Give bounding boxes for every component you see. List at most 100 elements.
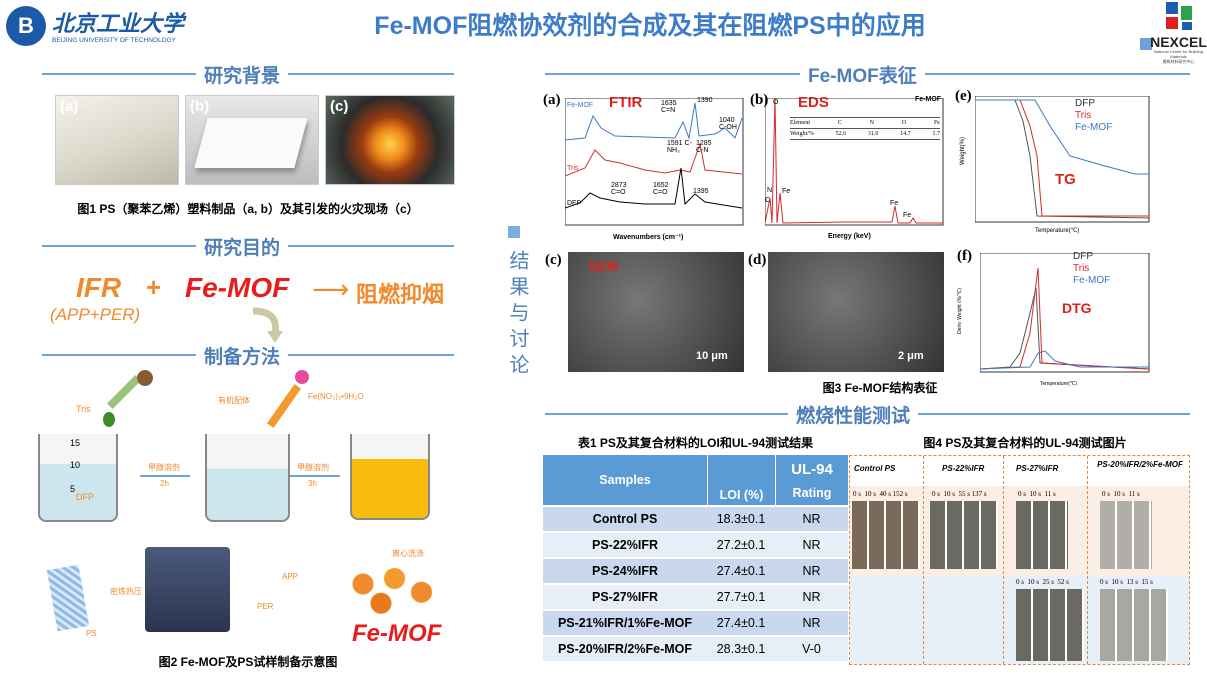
peak-label: 1285 C-N xyxy=(696,140,712,154)
ps-sample-bars xyxy=(46,564,90,632)
time-labels: 0 s 10 s 11 s xyxy=(1102,490,1140,498)
peak-label: 1390 xyxy=(697,97,713,104)
solvent-label-2: 甲醇溶剂 xyxy=(297,463,329,472)
tick-10: 10 xyxy=(70,460,81,470)
time-label-1: 2h xyxy=(160,479,169,488)
sem-title: SEM xyxy=(588,258,619,274)
cell-loi: 18.3±0.1 xyxy=(716,512,766,526)
eds-cell: 52.6 xyxy=(835,131,847,137)
tg-title: TG xyxy=(1055,171,1076,188)
peak-label: 2873 C=O xyxy=(611,182,627,196)
header-samples: Samples xyxy=(543,455,707,505)
burn-photos-27ifr xyxy=(1016,501,1068,569)
cell-loi: 27.4±0.1 xyxy=(716,564,766,578)
scale-bar-label: 10 μm xyxy=(696,350,728,362)
burn-photos-control xyxy=(852,501,920,569)
legend-tris: Tris xyxy=(1075,110,1092,121)
ifr-subtitle: (APP+PER) xyxy=(50,305,141,324)
cell-sample: Control PS xyxy=(592,512,658,526)
panel-label: (e) xyxy=(955,88,972,104)
university-logo: B 北京工业大学 BEIJING UNIVERSITY OF TECHNOLOG… xyxy=(6,6,191,48)
x-axis-label: Temperature(℃) xyxy=(1040,381,1078,387)
mixer-machine xyxy=(145,547,230,632)
beaker-3 xyxy=(350,434,430,520)
eds-cell: O xyxy=(901,120,907,126)
photo-ps-pellets: (a) xyxy=(55,95,179,185)
per-label: PER xyxy=(257,602,274,611)
tris-label: Tris xyxy=(76,404,91,414)
time-labels: 0 s 10 s 40 s 152 s xyxy=(853,490,908,498)
dropper-orange xyxy=(266,384,302,428)
column-control-ps: Control PS xyxy=(854,464,896,473)
burn-photos-femof xyxy=(1100,501,1152,569)
ftir-figure: (a) FTIR Fe-MOF Tris DFP 1635 C=N 1390 1… xyxy=(543,90,748,245)
peak-label: N xyxy=(767,187,773,194)
cell-sample: PS-27%IFR xyxy=(592,590,658,604)
burn-photos-femof-2 xyxy=(1100,589,1168,661)
nexcel-name: NEXCEL xyxy=(1150,34,1207,50)
peak-label: Fe xyxy=(903,212,912,219)
fe-mof-crystals xyxy=(345,562,435,617)
panel-label: (b) xyxy=(750,92,769,108)
cell-rating: NR xyxy=(802,512,821,526)
tg-figure: (e) DFP Tris Fe-MOF TG Weight(%) Tempera… xyxy=(955,88,1153,238)
column-ps-20-ifr-2-femof: PS-20%IFR/2%Fe-MOF xyxy=(1097,460,1183,469)
dropper-bulb xyxy=(137,370,153,386)
arrow-2 xyxy=(290,475,340,477)
scale-bar-label: 2 μm xyxy=(898,350,924,362)
nexcel-emblem-icon xyxy=(1165,2,1192,30)
header-rating-label: Rating xyxy=(792,485,832,500)
eds-cell: 31.0 xyxy=(867,131,879,137)
tick-5: 5 xyxy=(70,484,76,494)
ligand-label: 有机配体 xyxy=(218,396,250,405)
time-labels: 0 s 10 s 25 s 52 s xyxy=(1016,578,1069,586)
ul94-photo-grid: Control PS PS-22%IFR PS-27%IFR PS-20%IFR… xyxy=(849,455,1190,665)
press-label: 密炼热压 xyxy=(110,587,142,596)
cell-rating: NR xyxy=(802,564,821,578)
peak-label: 1040 C-OH xyxy=(719,117,737,131)
y-axis-label: Deriv. Weight (%/℃) xyxy=(956,288,963,334)
series-label-tris: Tris xyxy=(567,165,579,172)
nexcel-subtitle: National Center for Building Materials xyxy=(1154,49,1203,59)
figure1-caption: 图1 PS（聚苯乙烯）塑料制品（a, b）及其引发的火灾现场（c） xyxy=(77,202,419,216)
arrow-icon: ⟶ xyxy=(312,274,350,304)
photo-ps-foam: (b) xyxy=(185,95,319,185)
x-axis-label: Wavenumbers (cm⁻¹) xyxy=(613,234,684,241)
figure4-title: 图4 PS及其复合材料的UL-94测试图片 xyxy=(923,436,1127,450)
peak-label: O xyxy=(773,99,779,106)
solvent-label-1: 甲醇溶剂 xyxy=(148,463,180,472)
peak-label: 1652 C=O xyxy=(653,182,669,196)
femof-product-label: Fe-MOF xyxy=(352,620,442,647)
cell-sample: PS-20%IFR/2%Fe-MOF xyxy=(557,642,693,656)
panel-label: (d) xyxy=(748,252,767,268)
x-axis-label: Temperature(℃) xyxy=(1035,228,1080,234)
ifr-label: IFR xyxy=(76,272,122,303)
table1-title: 表1 PS及其复合材料的LOI和UL-94测试结果 xyxy=(577,436,814,450)
eds-sample: Fe-MOF xyxy=(915,96,942,103)
dtg-legend: DFP Tris Fe-MOF xyxy=(1073,251,1110,287)
x-axis-label: Energy (keV) xyxy=(828,233,871,240)
photo-label: (c) xyxy=(330,98,349,115)
peak-label: C xyxy=(765,197,771,204)
arrow-1 xyxy=(140,475,190,477)
page-title: Fe-MOF阻燃协效剂的合成及其在阻燃PS中的应用 xyxy=(374,12,926,40)
legend-femof: Fe-MOF xyxy=(1073,275,1111,286)
nexcel-logo: NEXCEL National Center for Building Mate… xyxy=(1150,2,1207,66)
cell-sample: PS-22%IFR xyxy=(592,538,658,552)
results-discussion-label: 结果与讨论 xyxy=(506,250,528,380)
section-heading-purpose: 研究目的 xyxy=(196,233,289,260)
photo-label: (a) xyxy=(60,98,79,115)
section-heading-characterization: Fe-MOF表征 xyxy=(800,61,925,88)
section-heading-method: 制备方法 xyxy=(196,342,289,369)
eds-cell: 1.7 xyxy=(932,131,940,137)
legend-femof: Fe-MOF xyxy=(1075,122,1113,133)
cell-rating: NR xyxy=(802,538,821,552)
photo-label: (b) xyxy=(190,98,210,115)
ftir-spectra xyxy=(565,98,744,226)
